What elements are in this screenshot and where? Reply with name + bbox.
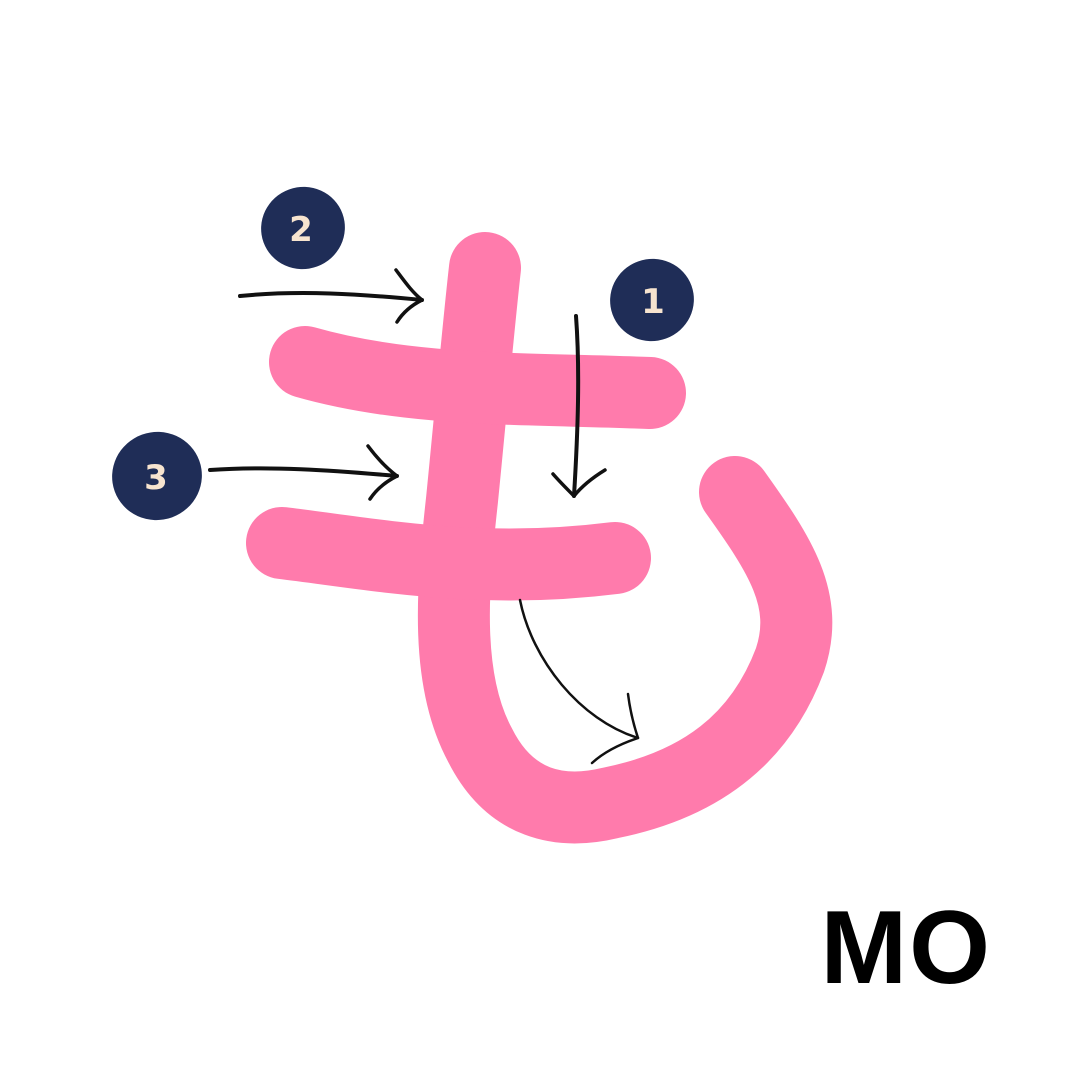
arrow-stroke-1-hook bbox=[518, 598, 640, 765]
arrow-shaft bbox=[518, 598, 640, 740]
hiragana-glyph bbox=[246, 232, 833, 844]
arrow-head bbox=[366, 444, 399, 501]
stroke-badge-3: 3 bbox=[112, 431, 202, 521]
badge-number: 3 bbox=[144, 458, 168, 498]
badge-circle bbox=[610, 258, 694, 342]
arrow-shaft bbox=[238, 291, 424, 302]
arrow-shaft bbox=[572, 314, 581, 498]
stroke-badge-1: 1 bbox=[610, 258, 694, 342]
arrow-stroke-1 bbox=[551, 314, 607, 498]
glyph-stroke-3 bbox=[246, 507, 651, 601]
glyph-stroke-2 bbox=[269, 326, 686, 429]
romaji-label: MO bbox=[820, 890, 992, 1006]
arrow-head bbox=[551, 468, 607, 498]
arrow-stroke-2 bbox=[238, 268, 424, 324]
stroke-badge-2: 2 bbox=[261, 186, 345, 270]
arrow-head bbox=[394, 268, 424, 324]
direction-arrows bbox=[208, 268, 640, 765]
arrow-stroke-3 bbox=[208, 444, 399, 501]
arrow-head bbox=[590, 692, 640, 765]
badge-circle bbox=[112, 431, 202, 521]
glyph-stroke-1 bbox=[417, 232, 833, 844]
badge-number: 1 bbox=[641, 282, 665, 322]
badge-number: 2 bbox=[289, 210, 313, 250]
arrow-shaft bbox=[208, 466, 399, 478]
badge-circle bbox=[261, 186, 345, 270]
